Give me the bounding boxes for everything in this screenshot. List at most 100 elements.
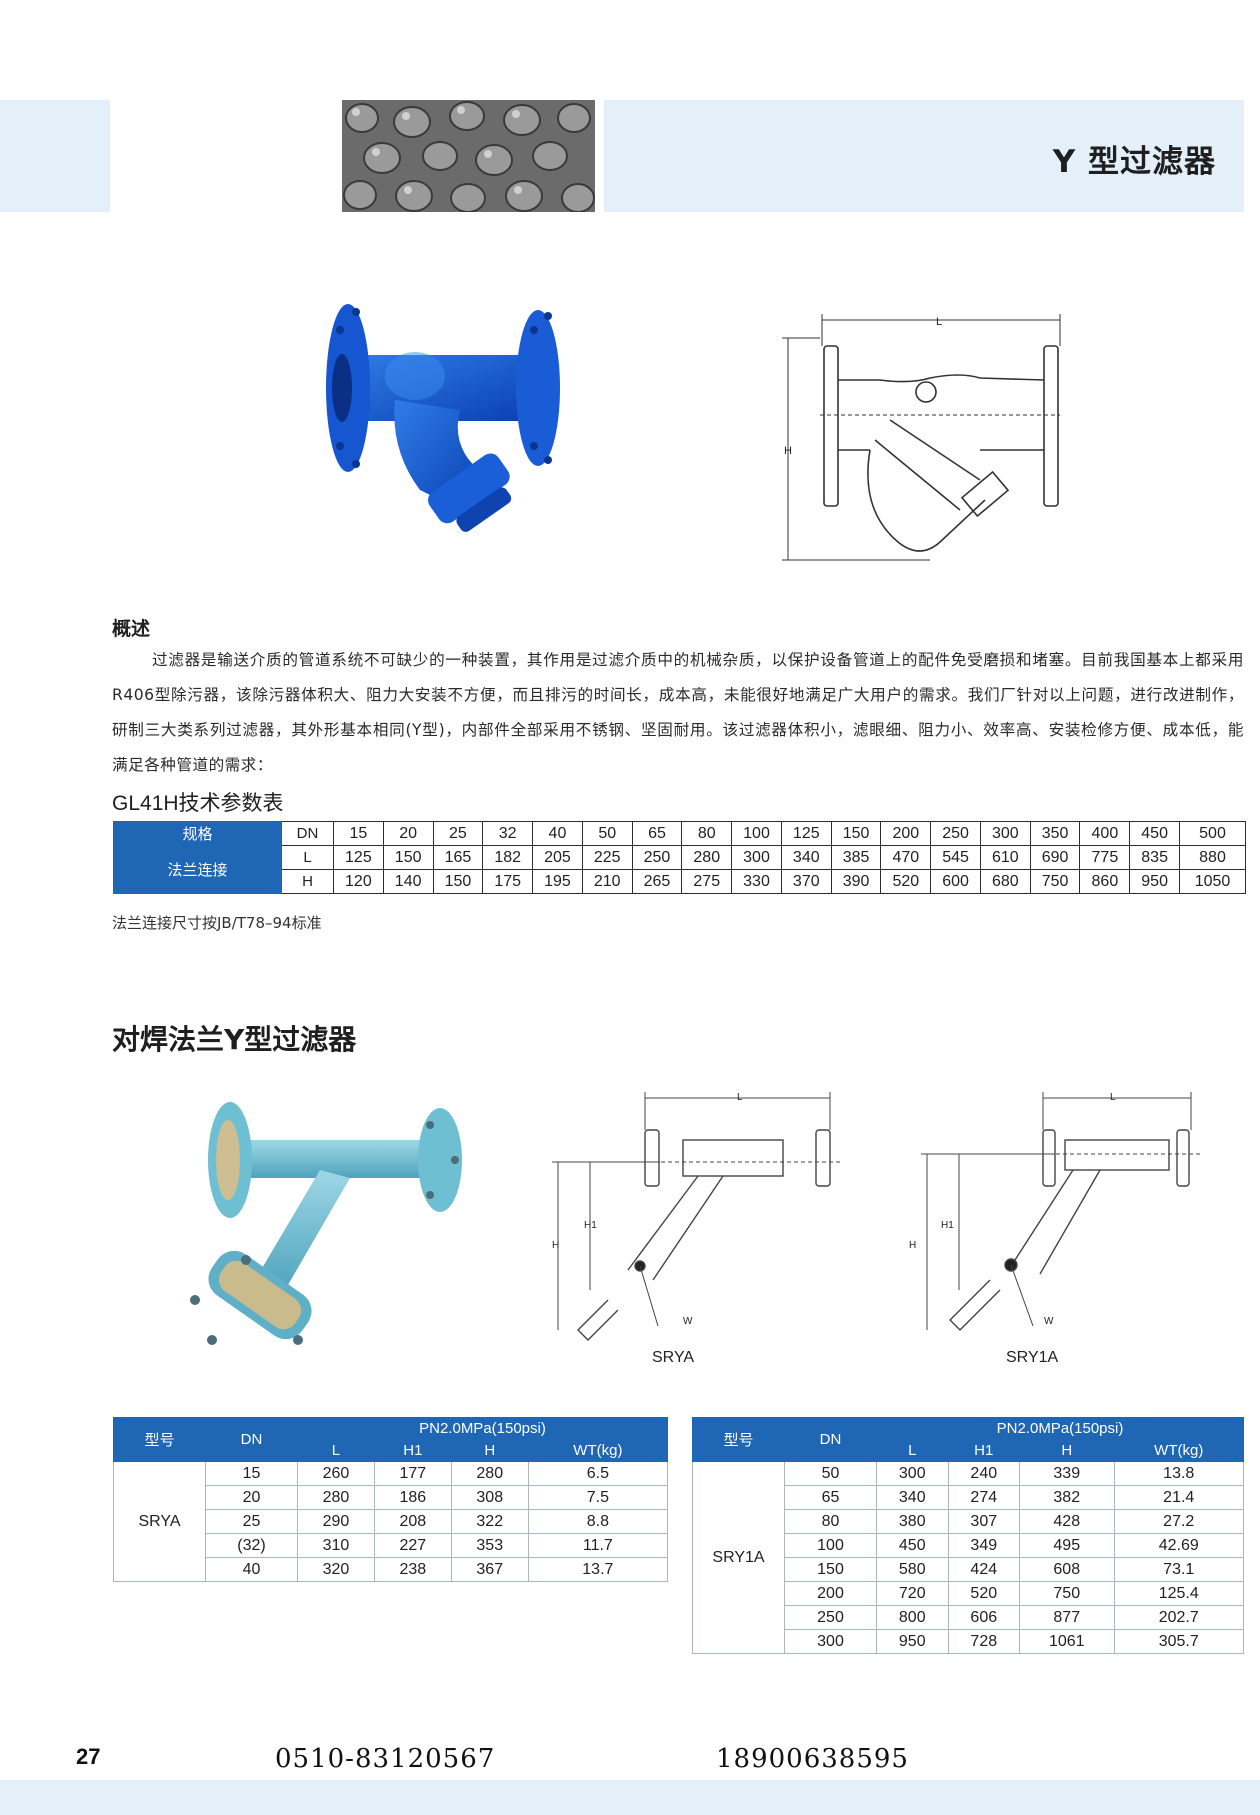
table-cell: 125 bbox=[333, 845, 384, 870]
col-dn: DN bbox=[784, 1417, 877, 1462]
gl41h-heading: GL41H技术参数表 bbox=[112, 792, 284, 815]
table-cell: 835 bbox=[1129, 845, 1181, 870]
table-cell: 495 bbox=[1019, 1533, 1115, 1558]
table-cell: 165 bbox=[432, 845, 484, 870]
sry1a-dim-l: L bbox=[1110, 1092, 1116, 1103]
flange-label: 法兰连接 bbox=[113, 845, 282, 894]
table-row: SRYA 15 260 177 280 6.5 bbox=[113, 1461, 669, 1582]
table-cell: 520 bbox=[880, 869, 932, 894]
srya-dim-w: W bbox=[683, 1316, 693, 1327]
table-cell: 545 bbox=[930, 845, 981, 870]
gl41h-row-l: 法兰连接 L 125 150 165 182 205 225 250 280 3… bbox=[113, 845, 1246, 894]
table-cell: 140 bbox=[382, 869, 434, 894]
header-band-left bbox=[0, 100, 110, 212]
butt-weld-heading: 对焊法兰Y型过滤器 bbox=[112, 1023, 357, 1056]
table-cell: (32) bbox=[205, 1533, 298, 1558]
table-cell: 610 bbox=[979, 845, 1031, 870]
table-cell: 300 bbox=[784, 1629, 877, 1654]
col-h1: H1 bbox=[373, 1439, 452, 1462]
table-row: SRY1A 50 300 240 339 13.8 bbox=[692, 1461, 1244, 1654]
table-cell: 202.7 bbox=[1113, 1605, 1244, 1630]
table-cell: 205 bbox=[532, 845, 583, 870]
table-cell: 182 bbox=[482, 845, 534, 870]
table-header-row: 型号 DN PN2.0MPa(150psi) bbox=[113, 1417, 668, 1462]
table-cell: 250 bbox=[631, 845, 683, 870]
model-cell: SRY1A bbox=[692, 1461, 785, 1654]
table-cell: 300 bbox=[979, 821, 1031, 846]
table-cell: 280 bbox=[681, 845, 733, 870]
srya-dim-h: H bbox=[552, 1240, 560, 1251]
table-cell: 450 bbox=[1129, 821, 1181, 846]
gl41h-row-dn: 规格 DN 15 20 25 32 40 50 65 80 100 125 15… bbox=[113, 821, 1246, 846]
table-cell: 950 bbox=[1129, 869, 1181, 894]
table-cell: 120 bbox=[333, 869, 384, 894]
table-cell: 15 bbox=[205, 1461, 298, 1486]
table-cell: 65 bbox=[784, 1485, 877, 1510]
table-cell: 208 bbox=[373, 1509, 452, 1534]
table-row: 100 450 349 495 42.69 bbox=[693, 1533, 1244, 1558]
col-h1: H1 bbox=[947, 1439, 1021, 1462]
butt-weld-strainer-photo bbox=[180, 1100, 490, 1360]
footer-band bbox=[0, 1780, 1260, 1815]
table-row: 20 280 186 308 7.5 bbox=[114, 1485, 669, 1510]
table-cell: 150 bbox=[830, 821, 882, 846]
table-cell: 13.7 bbox=[527, 1557, 669, 1582]
srya-table: 型号 DN PN2.0MPa(150psi) L H1 H WT(kg) SRY… bbox=[113, 1417, 669, 1582]
table-cell: 877 bbox=[1019, 1605, 1115, 1630]
table-cell: 382 bbox=[1019, 1485, 1115, 1510]
table-cell: 225 bbox=[581, 845, 633, 870]
table-cell: 13.8 bbox=[1113, 1461, 1244, 1486]
table-cell: 280 bbox=[297, 1485, 375, 1510]
gl41h-table: 规格 DN 15 20 25 32 40 50 65 80 100 125 15… bbox=[113, 821, 1246, 894]
table-header-row: 型号 DN PN2.0MPa(150psi) bbox=[692, 1417, 1244, 1462]
col-model: 型号 bbox=[113, 1417, 206, 1462]
col-l: L bbox=[297, 1439, 375, 1462]
table-cell: 280 bbox=[450, 1461, 529, 1486]
table-cell: 308 bbox=[450, 1485, 529, 1510]
table-cell: 608 bbox=[1019, 1557, 1115, 1582]
sry1a-dim-w: W bbox=[1044, 1316, 1054, 1327]
table-cell: 340 bbox=[780, 845, 832, 870]
table-cell: 750 bbox=[1029, 869, 1081, 894]
col-pressure: PN2.0MPa(150psi) bbox=[297, 1417, 668, 1440]
table-cell: 606 bbox=[947, 1605, 1021, 1630]
table-cell: 32 bbox=[482, 821, 534, 846]
table-cell: 20 bbox=[382, 821, 434, 846]
table-cell: 300 bbox=[731, 845, 782, 870]
table-cell: 1061 bbox=[1019, 1629, 1115, 1654]
table-cell: 300 bbox=[876, 1461, 949, 1486]
standard-note: 法兰连接尺寸按JB/T78–94标准 bbox=[112, 914, 322, 932]
y-strainer-drawing bbox=[780, 310, 1070, 570]
col-wt: WT(kg) bbox=[1113, 1439, 1244, 1462]
table-cell: 11.7 bbox=[527, 1533, 669, 1558]
table-cell: 186 bbox=[373, 1485, 452, 1510]
table-header-row: L H1 H WT(kg) bbox=[693, 1439, 1244, 1462]
table-cell: 6.5 bbox=[527, 1461, 669, 1486]
table-row: 40 320 238 367 13.7 bbox=[114, 1557, 669, 1582]
phone-landline: 0510-83120567 bbox=[275, 1744, 496, 1774]
table-cell: 380 bbox=[876, 1509, 949, 1534]
srya-dim-h1: H1 bbox=[584, 1220, 597, 1231]
table-cell: 40 bbox=[532, 821, 583, 846]
table-cell: 950 bbox=[876, 1629, 949, 1654]
table-cell: 65 bbox=[631, 821, 683, 846]
table-cell: 175 bbox=[482, 869, 534, 894]
spec-label: 规格 bbox=[113, 821, 282, 846]
table-cell: 260 bbox=[297, 1461, 375, 1486]
table-row: 200 720 520 750 125.4 bbox=[693, 1581, 1244, 1606]
dim-label-h: H bbox=[784, 445, 792, 457]
table-cell: 240 bbox=[947, 1461, 1021, 1486]
table-cell: 520 bbox=[947, 1581, 1021, 1606]
table-cell: 690 bbox=[1029, 845, 1081, 870]
table-cell: 500 bbox=[1179, 821, 1246, 846]
table-cell: 350 bbox=[1029, 821, 1081, 846]
table-cell: 680 bbox=[979, 869, 1031, 894]
table-cell: 15 bbox=[333, 821, 384, 846]
srya-drawing bbox=[548, 1090, 848, 1350]
col-wt: WT(kg) bbox=[527, 1439, 669, 1462]
header-band-right: Y 型过滤器 bbox=[604, 100, 1244, 212]
table-row: 65 340 274 382 21.4 bbox=[693, 1485, 1244, 1510]
table-cell: 150 bbox=[382, 845, 434, 870]
table-cell: 385 bbox=[830, 845, 882, 870]
table-cell: 50 bbox=[784, 1461, 877, 1486]
